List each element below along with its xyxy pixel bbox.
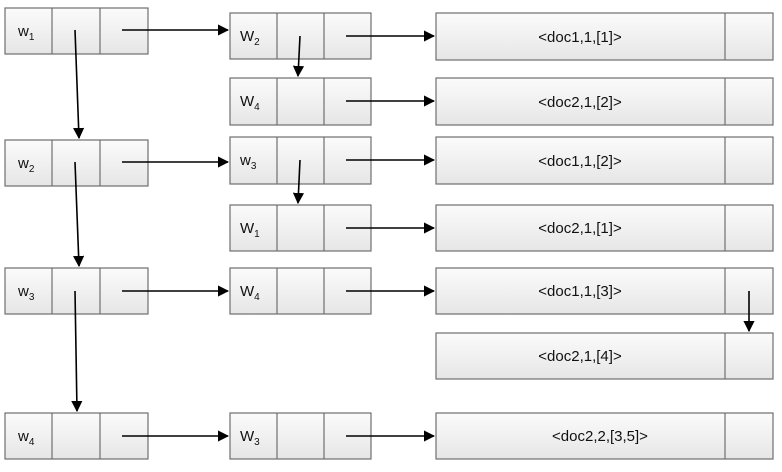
doc-label-4: <doc2,1,[1]>: [538, 220, 622, 237]
doc-node-3: <doc1,1,[2]>: [436, 137, 773, 184]
doc-label-7: <doc2,2,[3,5]>: [552, 428, 648, 445]
doc-label-5: <doc1,1,[3]>: [538, 283, 622, 300]
doc-node-6: <doc2,1,[4]>: [436, 333, 773, 379]
doc-node-1: <doc1,1,[1]>: [436, 13, 773, 60]
main-list-node-1: w1: [5, 8, 148, 54]
doc-label-1: <doc1,1,[1]>: [538, 29, 622, 46]
doc-node-2: <doc2,1,[2]>: [436, 78, 773, 125]
doc-label-3: <doc1,1,[2]>: [538, 153, 622, 170]
main-list-node-2: w2: [5, 140, 148, 186]
doc-node-5: <doc1,1,[3]>: [436, 268, 773, 314]
doc-node-7: <doc2,2,[3,5]>: [436, 413, 773, 459]
doc-label-2: <doc2,1,[2]>: [538, 94, 622, 111]
doc-label-6: <doc2,1,[4]>: [538, 348, 622, 365]
doc-node-4: <doc2,1,[1]>: [436, 205, 773, 251]
